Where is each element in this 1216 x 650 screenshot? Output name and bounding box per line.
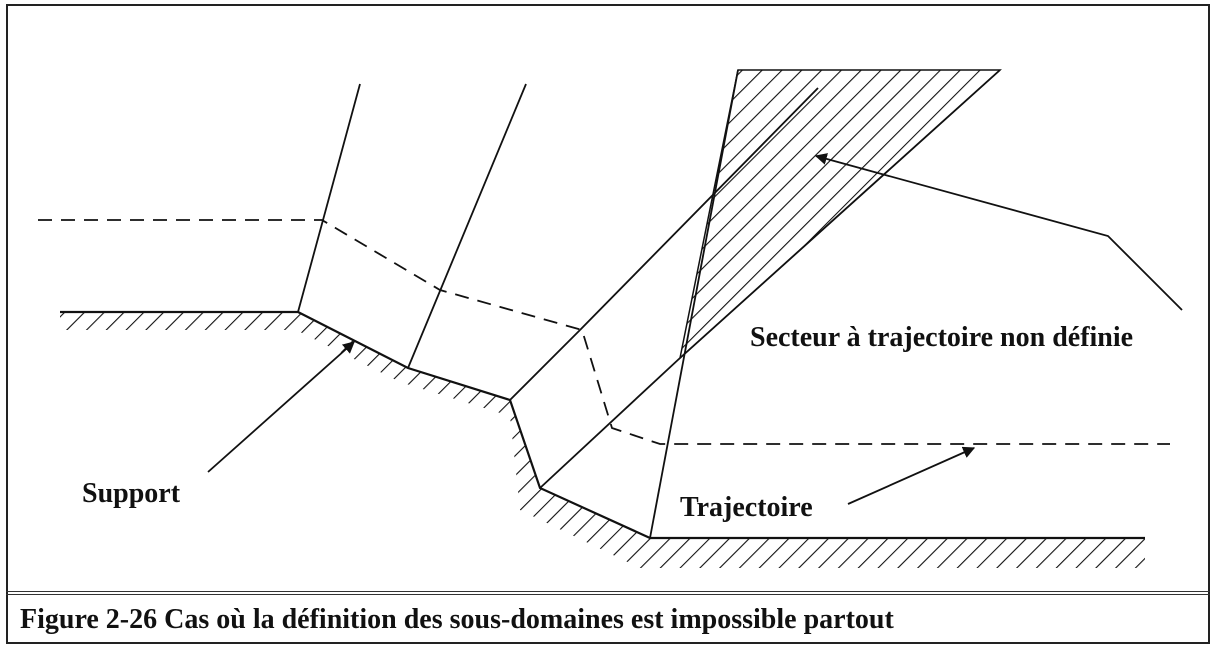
leader-arrows bbox=[207, 153, 1183, 505]
trajectory-arrow bbox=[847, 446, 976, 505]
support-arrow bbox=[207, 341, 355, 473]
boundary-line-5 bbox=[539, 357, 681, 489]
boundary-line-7 bbox=[679, 69, 1001, 359]
boundary-line-4 bbox=[579, 87, 819, 331]
boundary-line-1 bbox=[297, 83, 361, 313]
undefined-sector-label: Secteur à trajectoire non définie bbox=[750, 322, 1133, 353]
sector-arrow bbox=[814, 153, 1183, 311]
support-label: Support bbox=[82, 478, 181, 509]
trajectory-label: Trajectoire bbox=[680, 492, 813, 523]
boundary-line-6 bbox=[649, 69, 739, 539]
subdomain-lines bbox=[297, 69, 1001, 539]
diagram-canvas: Support Trajectoire Secteur à trajectoir… bbox=[38, 69, 1183, 568]
figure-frame bbox=[6, 4, 1210, 644]
boundary-line-2 bbox=[407, 83, 527, 369]
boundary-line-3 bbox=[509, 329, 581, 401]
figure-caption: Figure 2-26 Cas où la définition des sou… bbox=[20, 604, 894, 635]
trajectory-dashed-line bbox=[38, 219, 1170, 445]
caption-bar bbox=[6, 591, 1210, 644]
